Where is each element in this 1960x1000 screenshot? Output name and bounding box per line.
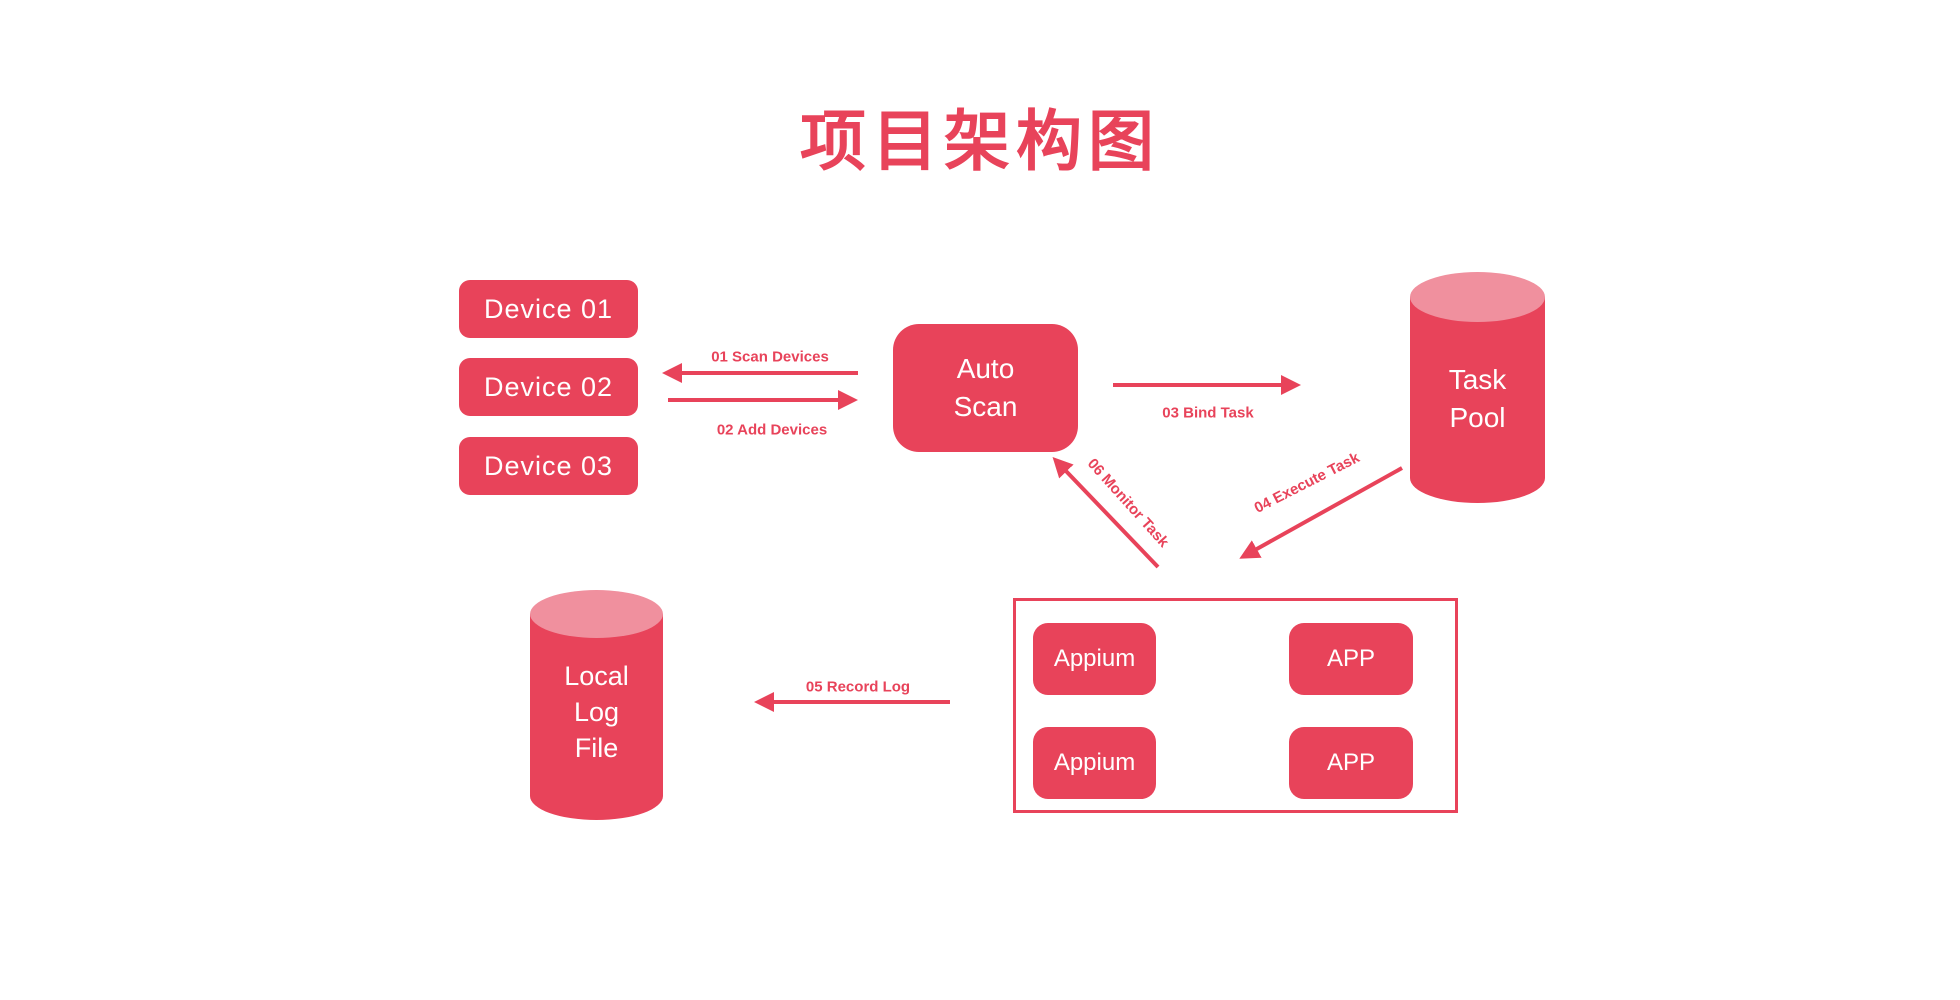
device-02-label: Device 02 [483,371,614,402]
device-03-label: Device 03 [483,450,614,481]
app-node-1: APP [1289,623,1413,695]
page-title: 项目架构图 [800,104,1160,178]
app-node-1-label: APP [1326,645,1376,672]
device-01-label: Device 01 [483,293,614,324]
appium-node-2-label: Appium [1053,749,1136,776]
task-pool-label-line1: Task [1448,363,1507,395]
flow-label-record-log: 05 Record Log [805,678,911,696]
flow-label-monitor-task: 06 Monitor Task [1083,455,1173,551]
appium-node-1-label: Appium [1053,645,1136,672]
auto-scan-label-line1: Auto [956,353,1015,385]
task-pool-node: Task Pool [1410,272,1545,503]
app-node-2-label: APP [1326,749,1376,776]
appium-node-2: Appium [1033,727,1156,799]
task-pool-label-line2: Pool [1449,401,1506,433]
local-log-cylinder-top [530,590,663,638]
flow-label-scan-devices: 01 Scan Devices [711,348,829,366]
local-log-file-node: Local Log File [530,590,663,820]
device-03-node: Device 03 [459,437,638,495]
task-pool-cylinder-body [1410,297,1545,503]
device-02-node: Device 02 [459,358,638,416]
local-log-label-line3: File [574,732,619,763]
local-log-label: Local Log File [530,590,663,820]
task-pool-label: Task Pool [1410,272,1545,503]
local-log-label-line1: Local [564,661,629,692]
local-log-label-line2: Log [573,697,620,728]
flow-label-add-devices: 02 Add Devices [716,421,828,439]
app-node-2: APP [1289,727,1413,799]
flow-label-bind-task: 03 Bind Task [1162,404,1254,422]
task-pool-cylinder-top [1410,272,1545,322]
auto-scan-label-line2: Scan [953,391,1018,422]
local-log-cylinder-body [530,614,663,820]
auto-scan-node: Auto Scan [893,324,1078,452]
appium-node-1: Appium [1033,623,1156,695]
device-01-node: Device 01 [459,280,638,338]
flow-label-execute-task: 04 Execute Task [1251,449,1363,517]
